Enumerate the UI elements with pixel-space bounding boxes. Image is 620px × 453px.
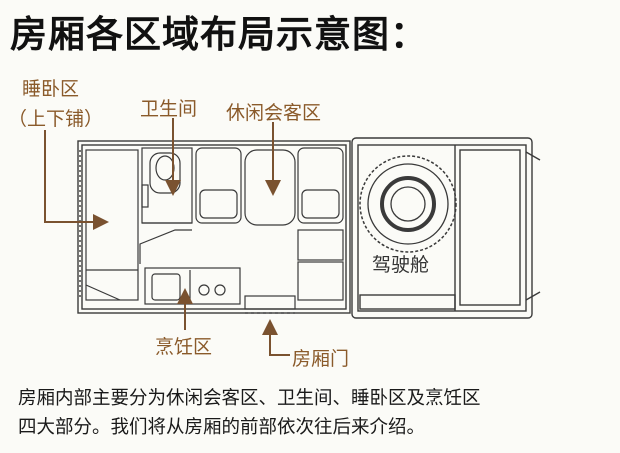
- camper-body: [77, 140, 351, 314]
- kitchen-area: [139, 229, 241, 305]
- spare-tire: [359, 155, 457, 253]
- bathroom-area: [141, 147, 193, 224]
- caption: 房厢内部主要分为休闲会客区、卫生间、睡卧区及烹饪区 四大部分。我们将从房厢的前部…: [18, 384, 608, 442]
- lounge-area: [195, 147, 344, 301]
- bunk-area: [85, 149, 139, 301]
- driver-cab: [351, 137, 541, 319]
- label-door: 房厢门: [292, 348, 350, 370]
- caption-line-1: 房厢内部主要分为休闲会客区、卫生间、睡卧区及烹饪区: [18, 388, 481, 409]
- caption-line-2: 四大部分。我们将从房厢的前部依次往后来介绍。: [18, 417, 426, 438]
- page-title: 房厢各区域布局示意图：: [10, 13, 428, 56]
- entry-door: [244, 295, 296, 314]
- label-kitchen: 烹饪区: [155, 336, 213, 358]
- label-sleeping-sub: （上下铺）: [8, 108, 104, 130]
- label-bathroom: 卫生间: [140, 98, 198, 120]
- label-lounge: 休闲会客区: [226, 102, 322, 124]
- label-cab: 驾驶舱: [372, 254, 430, 276]
- label-arrows: [44, 118, 290, 356]
- label-sleeping-area: 睡卧区: [22, 78, 80, 100]
